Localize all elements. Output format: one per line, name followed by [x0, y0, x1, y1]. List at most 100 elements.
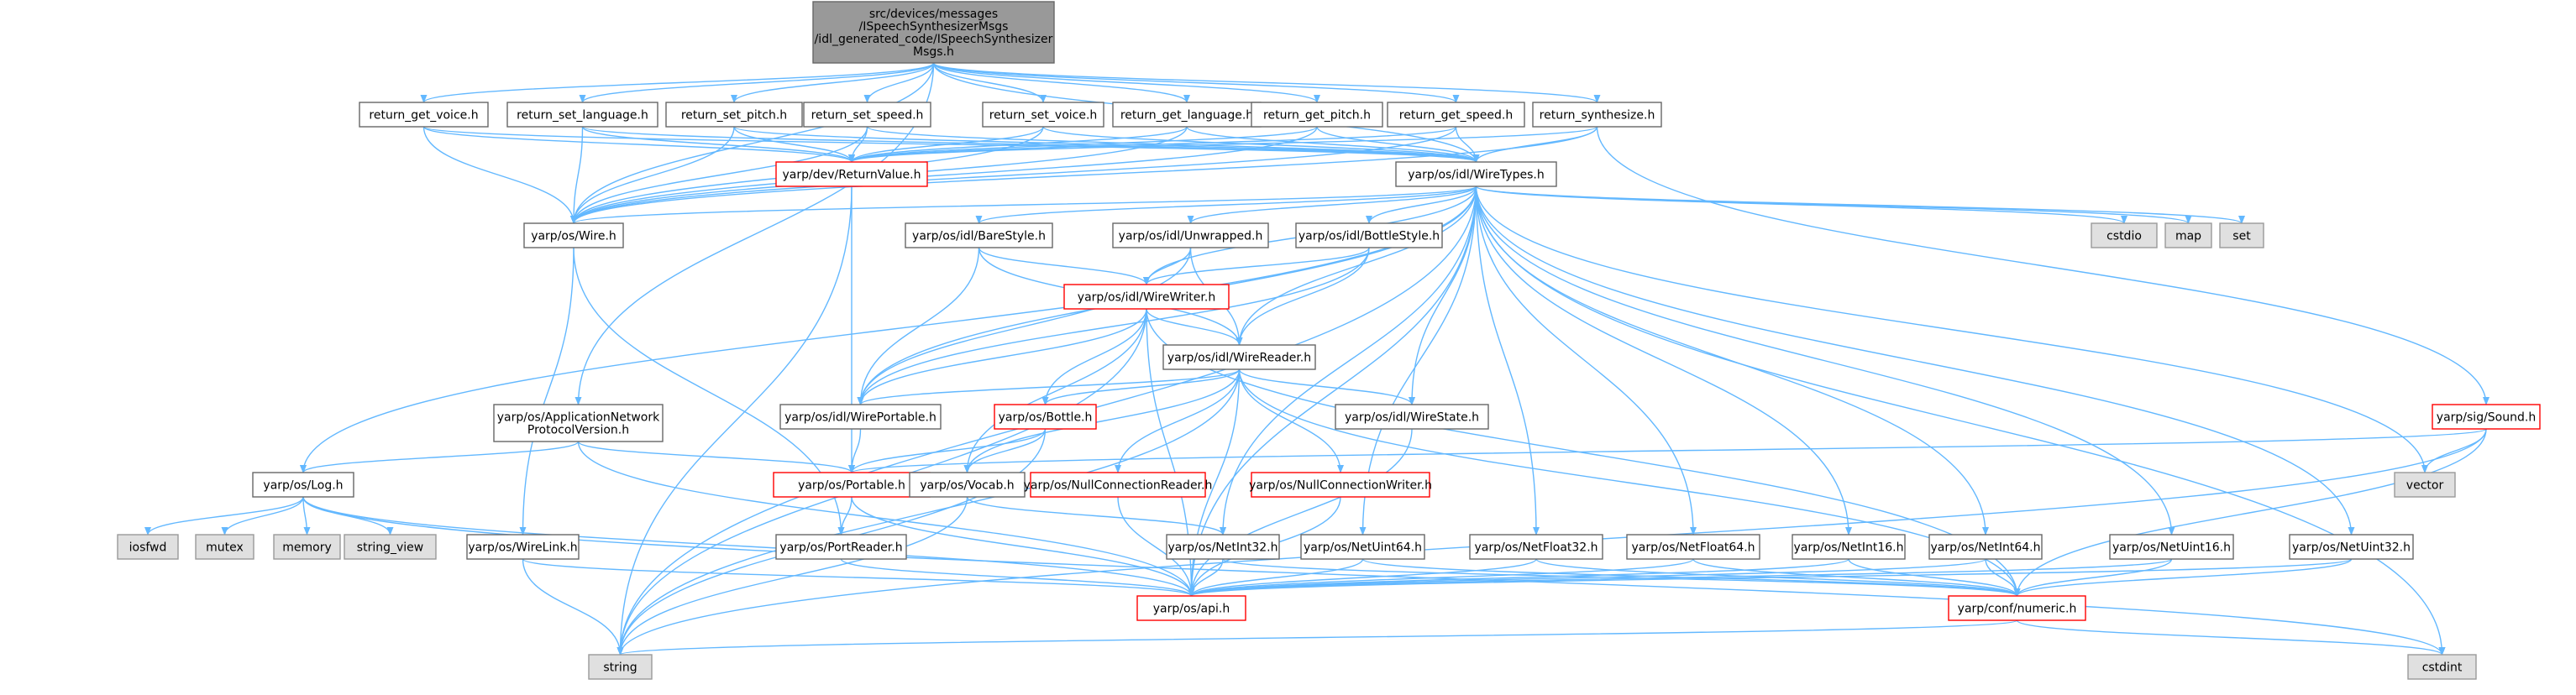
node-label: /ISpeechSynthesizerMsgs [859, 20, 1009, 34]
node-netuint32[interactable]: yarp/os/NetUint32.h [2289, 534, 2414, 560]
node-unwrapped[interactable]: yarp/os/idl/Unwrapped.h [1112, 222, 1269, 248]
node-wirereader[interactable]: yarp/os/idl/WireReader.h [1162, 344, 1316, 370]
node-netfloat32[interactable]: yarp/os/NetFloat32.h [1469, 534, 1603, 560]
dependency-edge [857, 308, 1147, 405]
node-label: cstdio [2106, 230, 2142, 243]
node-rsy[interactable]: return_synthesize.h [1532, 102, 1662, 128]
node-api[interactable]: yarp/os/api.h [1136, 595, 1246, 621]
node-box [506, 102, 658, 128]
node-wireportable[interactable]: yarp/os/idl/WirePortable.h [779, 404, 942, 430]
node-box [1295, 222, 1443, 248]
edge-rgs-to-wire [570, 126, 1457, 224]
dependency-edge [1188, 558, 1694, 597]
node-bottle[interactable]: yarp/os/Bottle.h [994, 404, 1097, 430]
node-rgp[interactable]: return_get_pitch.h [1251, 102, 1383, 128]
edge-netint32-to-numeric [1222, 558, 2021, 597]
node-netint32[interactable]: yarp/os/NetInt32.h [1166, 534, 1280, 560]
edge-wirereader-to-vocab [963, 368, 1241, 473]
node-rgs[interactable]: return_get_speed.h [1387, 102, 1525, 128]
node-box [2164, 222, 2212, 248]
node-label: yarp/os/NetFloat64.h [1631, 541, 1755, 555]
node-netuint64[interactable]: yarp/os/NetUint64.h [1300, 534, 1425, 560]
node-appnet[interactable]: yarp/os/ApplicationNetworkProtocolVersio… [493, 404, 664, 442]
node-label: return_set_language.h [517, 109, 648, 123]
node-rgl[interactable]: return_get_language.h [1112, 102, 1262, 128]
node-box [2432, 404, 2541, 430]
node-rss[interactable]: return_set_speed.h [803, 102, 931, 128]
node-label: yarp/os/Portable.h [798, 479, 905, 493]
dependency-edge [1115, 368, 1241, 473]
edge-sound-to-numeric [2013, 428, 2487, 597]
dependency-edge [579, 62, 935, 103]
node-box [2219, 222, 2264, 248]
dependency-edge [1041, 308, 1147, 405]
node-box [1948, 595, 2086, 621]
node-retval[interactable]: yarp/dev/ReturnValue.h [775, 161, 928, 187]
node-set: set [2219, 222, 2264, 248]
node-box [1251, 472, 1430, 498]
dependency-edge [733, 126, 1480, 163]
edge-wirewriter-to-wirereader [1146, 308, 1243, 346]
node-label: yarp/os/NetInt16.h [1793, 541, 1903, 555]
node-wirewriter[interactable]: yarp/os/idl/WireWriter.h [1063, 284, 1230, 310]
node-wire[interactable]: yarp/os/Wire.h [523, 222, 624, 248]
node-netint16[interactable]: yarp/os/NetInt16.h [1792, 534, 1906, 560]
edge-appnet-to-portable [577, 441, 855, 473]
node-numeric[interactable]: yarp/conf/numeric.h [1948, 595, 2086, 621]
node-box [252, 472, 354, 498]
node-box [1792, 534, 1906, 560]
edge-netint16-to-numeric [1848, 558, 2021, 597]
dependency-edge [522, 558, 1195, 597]
edge-log-to-api [302, 496, 1195, 597]
node-wirestate[interactable]: yarp/os/idl/WireState.h [1335, 404, 1489, 430]
edge-root-to-rsy [932, 62, 1601, 103]
node-box [1136, 595, 1246, 621]
dependency-edge [837, 496, 853, 536]
node-label: yarp/os/idl/BottleStyle.h [1298, 230, 1440, 243]
node-box [1626, 534, 1760, 560]
node-box [982, 102, 1104, 128]
dependency-edge [1188, 558, 1364, 597]
node-box [466, 534, 580, 560]
node-netuint16[interactable]: yarp/os/NetUint16.h [2109, 534, 2234, 560]
node-vocab[interactable]: yarp/os/Vocab.h [909, 472, 1026, 498]
node-label: yarp/os/NullConnectionReader.h [1024, 479, 1213, 493]
edge-wirereader-to-string [616, 368, 1241, 656]
node-root[interactable]: src/devices/messages/ISpeechSynthesizerM… [812, 1, 1055, 64]
edge-retval-to-string [616, 186, 853, 656]
node-mutex: mutex [195, 534, 254, 560]
dependency-edge [848, 126, 1598, 163]
node-netfloat64[interactable]: yarp/os/NetFloat64.h [1626, 534, 1760, 560]
node-wiretypes[interactable]: yarp/os/idl/WireTypes.h [1395, 161, 1557, 187]
node-label: mutex [206, 541, 244, 555]
edge-bottlestyle-to-wirewriter [1143, 247, 1370, 285]
dependency-edge [1041, 368, 1241, 405]
node-bottlestyle[interactable]: yarp/os/idl/BottleStyle.h [1295, 222, 1443, 248]
node-netint64[interactable]: yarp/os/NetInt64.h [1928, 534, 2043, 560]
node-barestyle[interactable]: yarp/os/idl/BareStyle.h [905, 222, 1053, 248]
node-nullreader[interactable]: yarp/os/NullConnectionReader.h [1024, 472, 1213, 498]
node-portable[interactable]: yarp/os/Portable.h [773, 472, 931, 498]
node-rsp[interactable]: return_set_pitch.h [665, 102, 803, 128]
node-box [493, 404, 664, 442]
node-sound[interactable]: yarp/sig/Sound.h [2432, 404, 2541, 430]
node-label: yarp/os/Log.h [263, 479, 343, 493]
dependency-edge [1117, 496, 1195, 597]
node-rsl[interactable]: return_set_language.h [506, 102, 658, 128]
node-rsv[interactable]: return_set_voice.h [982, 102, 1104, 128]
node-label: src/devices/messages [869, 8, 998, 21]
dependency-edge [2016, 619, 2446, 656]
dependency-edge [1475, 186, 1540, 536]
node-rgv[interactable]: return_get_voice.h [359, 102, 489, 128]
node-portreader[interactable]: yarp/os/PortReader.h [775, 534, 907, 560]
node-nullwriter[interactable]: yarp/os/NullConnectionWriter.h [1249, 472, 1432, 498]
node-wirelink[interactable]: yarp/os/WireLink.h [466, 534, 580, 560]
node-label: yarp/os/idl/WireState.h [1345, 411, 1479, 425]
node-log[interactable]: yarp/os/Log.h [252, 472, 354, 498]
dependency-edge [848, 428, 1047, 473]
node-cstdio: cstdio [2091, 222, 2158, 248]
dependency-edge [570, 126, 1318, 224]
edge-log-to-cstdint [302, 496, 2446, 656]
edge-rsp-to-wire [570, 126, 735, 224]
edge-netuint64-to-api [1188, 558, 1364, 597]
